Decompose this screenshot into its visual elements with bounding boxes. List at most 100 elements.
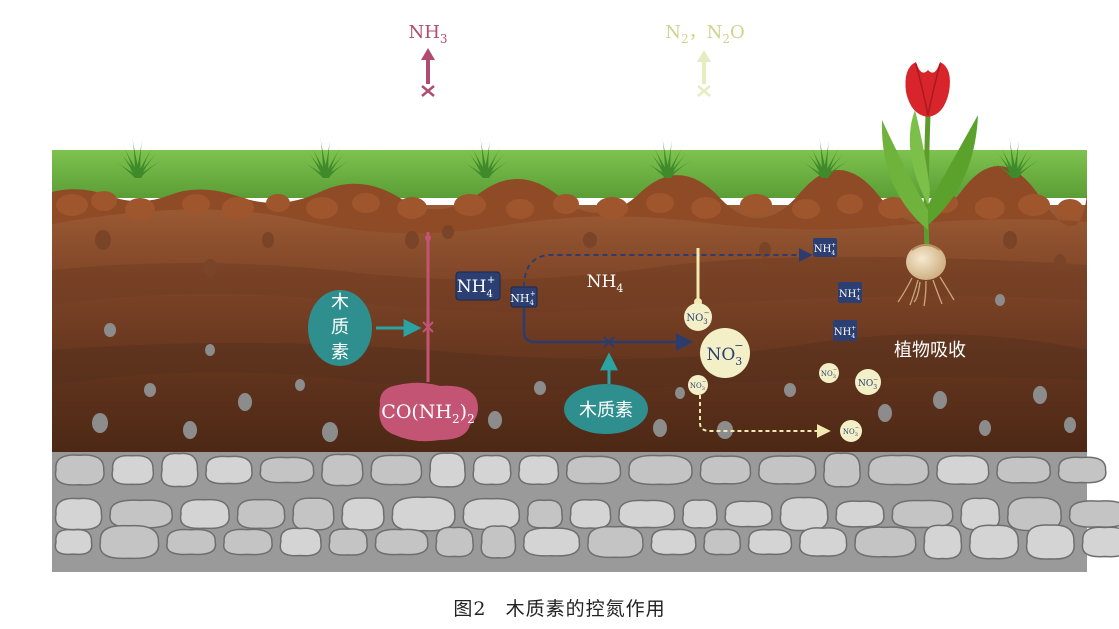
rock-stone	[518, 454, 560, 486]
rock-stone	[682, 499, 718, 529]
rock-stone	[236, 498, 286, 530]
rock-stone	[724, 500, 773, 528]
rock-stone	[341, 497, 385, 531]
soil-layer	[52, 205, 1087, 460]
rock-stone	[587, 525, 644, 559]
rock-stone	[867, 454, 930, 486]
no3-ion-right: NO3−	[840, 420, 862, 442]
tulip-plant	[881, 62, 978, 307]
rock-stone	[370, 454, 423, 486]
blocked-x-icon	[697, 85, 711, 97]
blocked-x-icon	[603, 336, 615, 348]
rock-stone	[462, 497, 521, 531]
grass-tuft	[799, 136, 849, 178]
rock-stone	[160, 452, 199, 488]
topsoil-crust	[52, 165, 1087, 234]
rock-stone	[222, 528, 273, 556]
figure-title: 木质素的控氮作用	[505, 598, 666, 620]
grass-tuft	[989, 136, 1039, 178]
rock-stone	[109, 499, 173, 529]
svg-text:NH4+: NH4+	[510, 290, 536, 307]
lignin-left: 木 质 素	[308, 290, 372, 366]
rock-stone	[54, 497, 103, 531]
svg-text:NH4+: NH4+	[814, 242, 836, 257]
svg-text:NO3−: NO3−	[706, 339, 743, 368]
rock-stone	[472, 454, 512, 486]
nh4-ion-right: NH4+	[833, 320, 857, 341]
no3-circle-large: NO3−	[700, 328, 750, 378]
leaching-dashed-flow	[699, 395, 831, 438]
rock-stone	[1025, 524, 1075, 560]
rock-stone	[779, 496, 829, 532]
rock-stone	[854, 526, 917, 558]
bulb-roots	[897, 276, 955, 307]
svg-text:NO3−: NO3−	[821, 367, 837, 380]
rock-stone	[835, 500, 885, 528]
grass-tuft	[112, 136, 162, 178]
tulip-flower	[905, 62, 950, 117]
rock-stone	[279, 527, 322, 557]
rock-stone	[1057, 456, 1107, 484]
svg-text:NO3−: NO3−	[686, 309, 709, 326]
rock-stone	[628, 454, 693, 486]
no3-ion-right: NO3−	[819, 363, 839, 383]
blocked-x-icon	[421, 85, 435, 97]
nh3-emission: NH3	[408, 22, 448, 97]
svg-text:NO3−: NO3−	[690, 379, 706, 392]
tulip-bulb	[906, 244, 946, 280]
no3-ion-right: NO3−	[855, 369, 881, 395]
svg-text:NH4+: NH4+	[839, 287, 861, 302]
rock-stone	[321, 453, 364, 487]
grass-tufts	[112, 136, 1039, 178]
rock-stone	[650, 528, 697, 556]
rock-stone	[480, 525, 517, 559]
rock-stone	[996, 456, 1051, 484]
rock-stone	[522, 527, 581, 557]
svg-text:NH4+: NH4+	[834, 325, 856, 340]
rock-stone	[758, 455, 817, 485]
rock-stone	[1006, 496, 1062, 532]
nh4-box-large: NH4+	[455, 271, 501, 301]
no3-circle-small: NO3−	[684, 303, 712, 331]
nh3-label: NH3	[408, 22, 447, 46]
rock-stone	[259, 456, 315, 484]
rock-stone	[54, 454, 105, 486]
rock-stone	[99, 524, 160, 560]
rock-stone	[166, 528, 217, 556]
nitrification-flow	[522, 307, 694, 351]
rock-stone	[1068, 500, 1119, 528]
soil-clumps	[95, 225, 1066, 277]
figure-number: 图2	[453, 598, 487, 620]
rock-stone	[54, 528, 93, 556]
lignin-bottom-label: 木质素	[579, 400, 633, 421]
rock-stone	[618, 499, 676, 529]
rock-stone	[565, 455, 622, 485]
figure-caption: 图2 木质素的控氮作用	[0, 594, 1119, 621]
urea-blob: CO(NH2)2	[379, 382, 478, 442]
svg-text:NO3−: NO3−	[858, 376, 878, 391]
rock-stone	[798, 527, 848, 557]
rock-stone	[292, 497, 335, 531]
nh4-box-small: NH4+	[510, 286, 538, 308]
grass-tuft	[642, 136, 692, 178]
rock-stone	[111, 454, 155, 486]
rock-stone	[703, 528, 742, 556]
plant-uptake-label: 植物吸收	[894, 340, 966, 361]
nh4-ion-right: NH4+	[813, 238, 837, 257]
rock-stone	[923, 524, 963, 560]
rock-stone	[526, 499, 563, 529]
rock-stones	[54, 452, 1119, 560]
rock-stone	[960, 497, 1001, 531]
urea-label: CO(NH2)2	[381, 401, 474, 426]
rock-stone	[435, 526, 474, 558]
grass-tuft	[460, 136, 510, 178]
lignin-left-char: 质	[331, 317, 349, 338]
lignin-left-char: 木	[331, 292, 349, 313]
lignin-left-char: 素	[331, 342, 349, 363]
lignin-bottom: 木质素	[564, 384, 648, 434]
no3-circle-tiny: NO3−	[688, 375, 708, 395]
rock-stone	[391, 496, 456, 532]
nh4-ion-right: NH4+	[838, 282, 862, 303]
rock-stone	[823, 452, 861, 488]
